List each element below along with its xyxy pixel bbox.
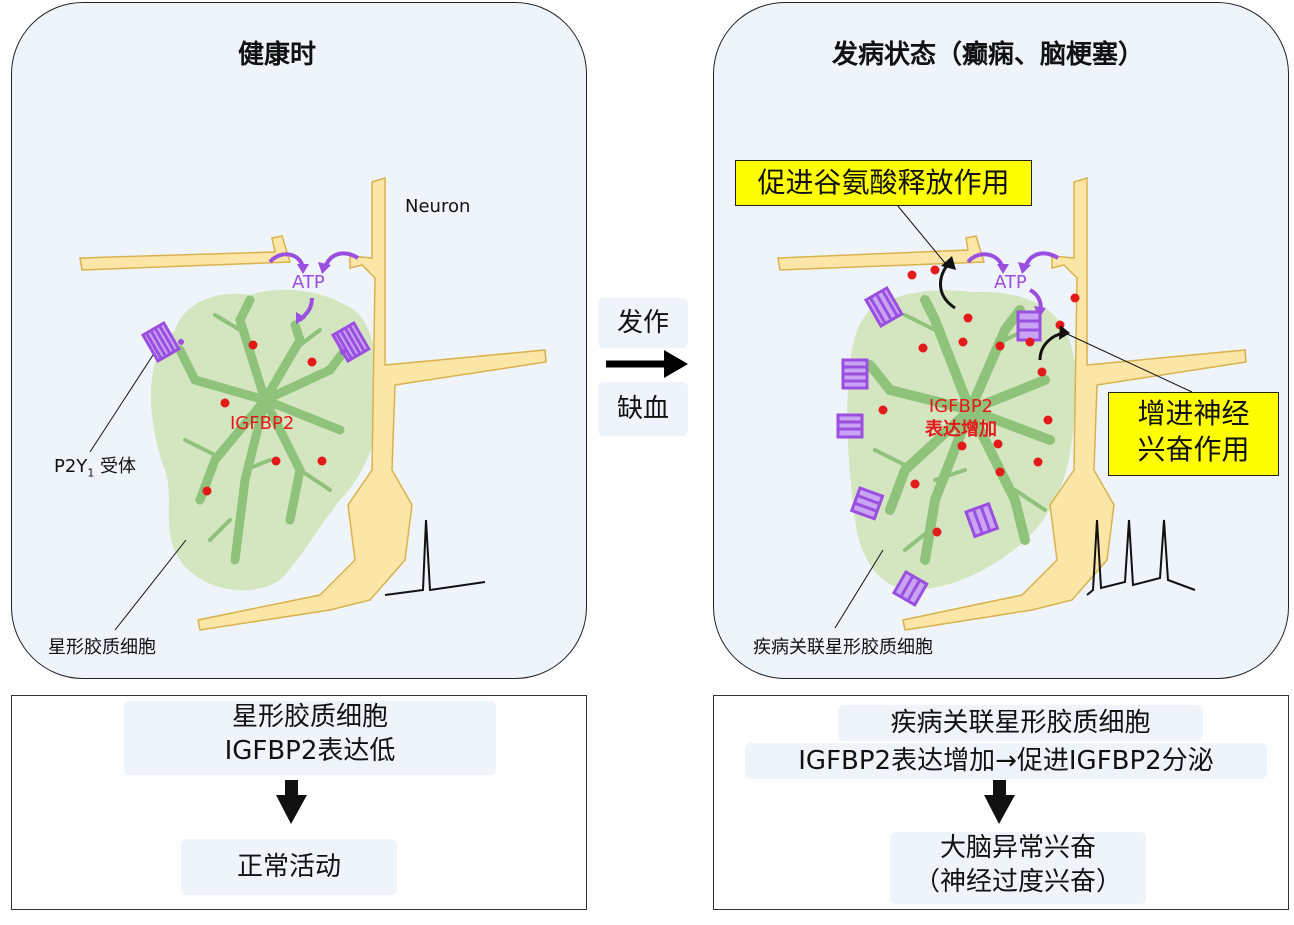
astrocyte-processes [175, 295, 350, 565]
astrocyte-processes-disease [865, 295, 1055, 565]
astrocyte-body [150, 289, 380, 591]
igfbp2-dots-disease [878, 265, 1080, 537]
normal-activity-chip: 正常活动 [181, 839, 397, 895]
healthy-title: 健康时 [238, 40, 317, 70]
atp-label: ATP [292, 272, 325, 293]
igfbp2-label: IGFBP2 [230, 413, 295, 434]
disease-astrocyte-chip: 疾病关联星形胶质细胞 [838, 705, 1203, 741]
disease-title: 发病状态（癫痫、脑梗塞） [832, 40, 1145, 70]
neuron-disease [777, 176, 1247, 631]
abnormal-excitation-chip: 大脑异常兴奋 （神经过度兴奋） [890, 832, 1146, 904]
spike-train-trace [1086, 519, 1196, 596]
neuron [79, 176, 547, 631]
igfbp2-increase-label: IGFBP2 表达增加 [925, 396, 997, 440]
healthy-state-chip: 星形胶质细胞 IGFBP2表达低 [124, 701, 496, 775]
ischemia-label: 缺血 [598, 382, 688, 436]
excitation-box: 增进神经 兴奋作用 [1108, 392, 1279, 476]
igfbp2-dots [202, 340, 327, 496]
arrowhead-icon [941, 256, 956, 270]
p2y1-receptor-icons [836, 285, 1042, 607]
arrowhead-icon [1059, 325, 1070, 340]
seizure-label: 发作 [598, 298, 688, 348]
astrocyte-label: 星形胶质细胞 [48, 637, 156, 658]
single-spike-trace [384, 519, 486, 596]
igfbp2-secretion-chip: IGFBP2表达增加→促进IGFBP2分泌 [745, 743, 1267, 779]
atp-label-disease: ATP [994, 272, 1027, 293]
disease-astrocyte-label: 疾病关联星形胶质细胞 [753, 637, 933, 658]
receptor-label: P2Y1 受体 [54, 456, 137, 480]
p2y1-receptor-icon [140, 320, 371, 364]
astrocyte-processes-thin [183, 313, 332, 542]
neuron-label: Neuron [405, 196, 471, 217]
glutamate-release-box: 促进谷氨酸释放作用 [735, 160, 1032, 206]
